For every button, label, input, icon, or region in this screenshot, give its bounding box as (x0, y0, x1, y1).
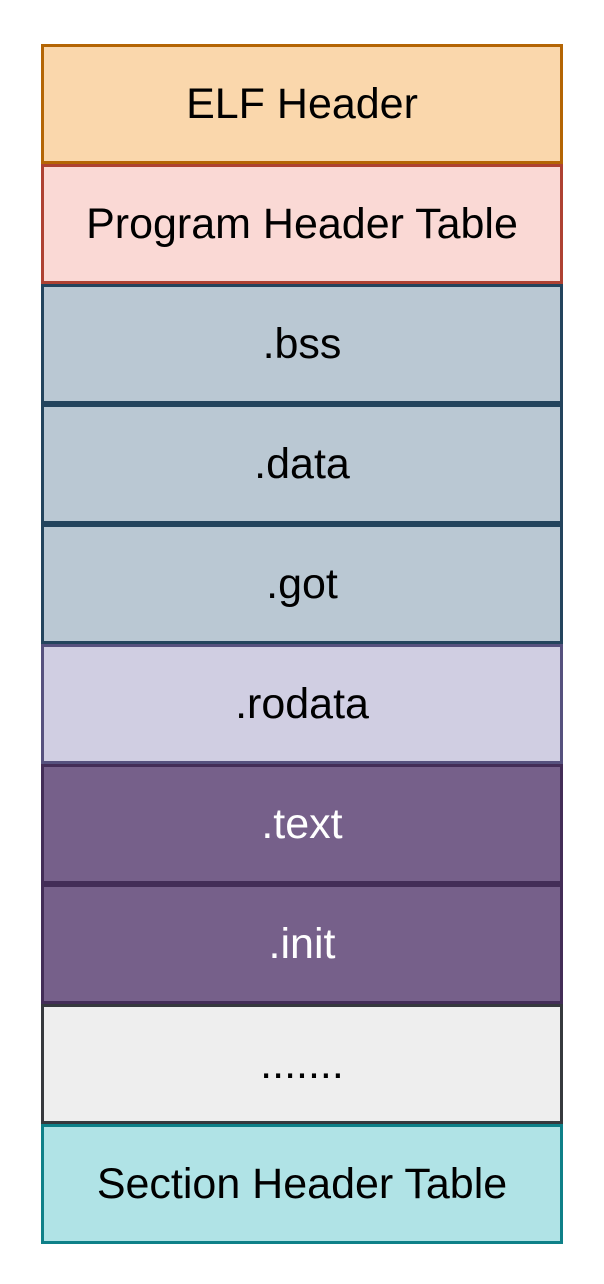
block-label: Program Header Table (86, 199, 518, 248)
block-program-header-table: Program Header Table (41, 164, 563, 284)
block-label: Section Header Table (96, 1159, 508, 1208)
block-label: .text (261, 799, 343, 848)
block-label: ELF Header (186, 79, 418, 128)
block-label: .got (266, 559, 338, 608)
block-label: .data (254, 439, 350, 488)
block-elf-header: ELF Header (41, 44, 563, 164)
block-rodata: .rodata (41, 644, 563, 764)
block-got: .got (41, 524, 563, 644)
block-data: .data (41, 404, 563, 524)
elf-layout-diagram: ELF Header Program Header Table .bss .da… (41, 44, 563, 1244)
block-label: .init (268, 919, 336, 968)
block-label: .bss (262, 319, 342, 368)
block-section-header-table: Section Header Table (41, 1124, 563, 1244)
block-bss: .bss (41, 284, 563, 404)
block-init: .init (41, 884, 563, 1004)
block-label: ....... (260, 1039, 344, 1088)
block-text: .text (41, 764, 563, 884)
block-label: .rodata (235, 679, 369, 728)
block-ellipsis: ....... (41, 1004, 563, 1124)
